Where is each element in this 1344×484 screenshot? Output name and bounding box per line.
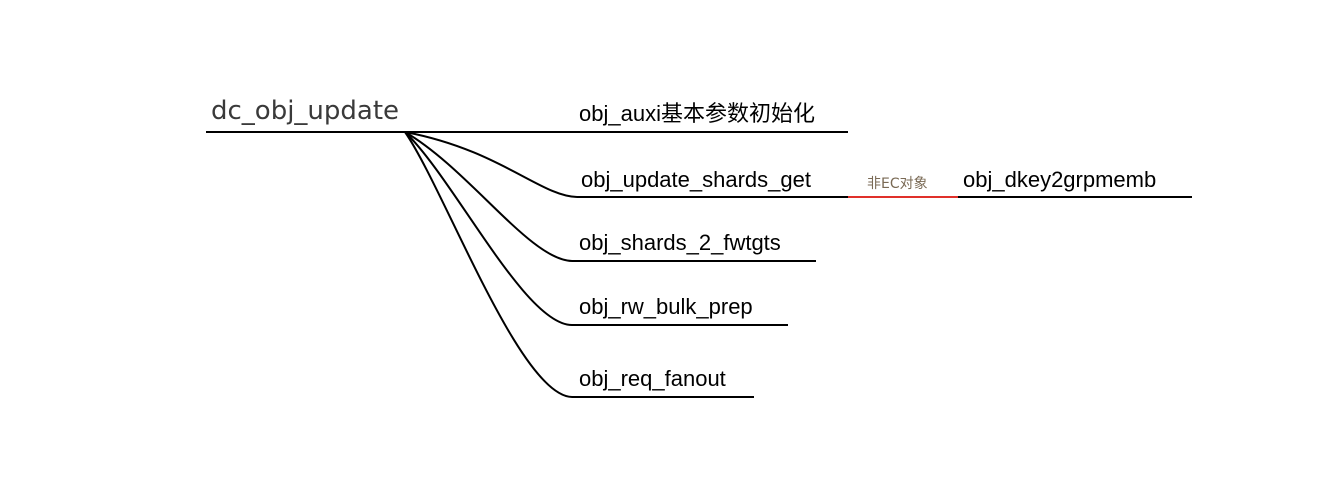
edge-label-non-ec-object: 非EC对象 — [867, 176, 928, 192]
child-node-obj-shards-2-fwtgts[interactable]: obj_shards_2_fwtgts — [579, 230, 781, 255]
connector-child-4 — [404, 131, 573, 326]
child-node-obj-auxi-init[interactable]: obj_auxi基本参数初始化 — [579, 101, 815, 126]
branch-node-obj-dkey2grpmemb[interactable]: obj_dkey2grpmemb — [963, 167, 1157, 192]
child-node-obj-req-fanout[interactable]: obj_req_fanout — [579, 366, 726, 391]
child-node-obj-rw-bulk-prep[interactable]: obj_rw_bulk_prep — [579, 294, 753, 319]
connector-child-3 — [404, 131, 573, 262]
connector-child-5 — [404, 131, 573, 398]
connector-child-2 — [404, 131, 578, 198]
child-node-obj-update-shards-get[interactable]: obj_update_shards_get — [581, 167, 811, 192]
root-node-label[interactable]: dc_obj_update — [211, 96, 400, 126]
